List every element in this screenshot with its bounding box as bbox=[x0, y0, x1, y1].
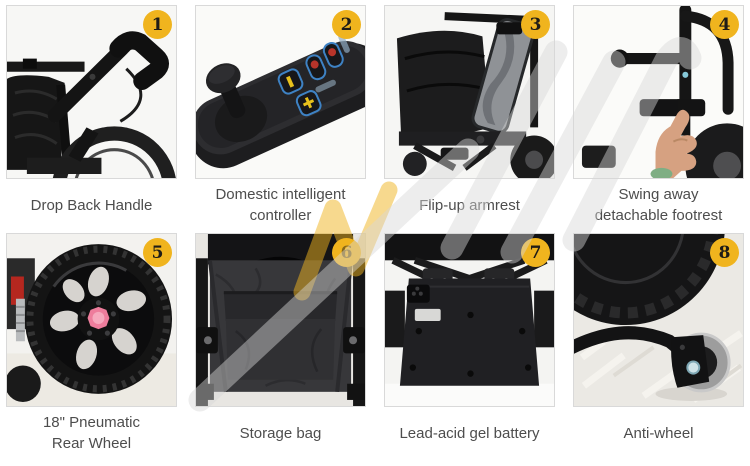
feature-tile-drop-back-handle: 1 Drop Back Handle bbox=[6, 5, 177, 233]
caption-line: Domestic intelligent bbox=[215, 186, 346, 204]
feature-tile-footrest: 4 Swing away detachable footrest bbox=[573, 5, 744, 233]
photo-footrest: 4 bbox=[573, 5, 744, 179]
photo-rear-wheel: 5 bbox=[6, 233, 177, 407]
feature-number-badge: 3 bbox=[521, 10, 550, 39]
feature-caption: Anti-wheel bbox=[573, 407, 744, 461]
feature-caption: Lead-acid gel battery bbox=[384, 407, 555, 461]
photo-storage-bag: 6 bbox=[195, 233, 366, 407]
photo-flip-up-armrest: 3 bbox=[384, 5, 555, 179]
feature-tile-flip-up-armrest: 3 Flip-up armrest bbox=[384, 5, 555, 233]
caption-line: 18" Pneumatic bbox=[42, 414, 141, 432]
rear-wheel-illustration bbox=[7, 234, 176, 406]
photo-battery: 7 bbox=[384, 233, 555, 407]
feature-caption: Flip-up armrest bbox=[384, 179, 555, 233]
feature-tile-battery: 7 Lead-acid gel battery bbox=[384, 233, 555, 461]
caption-line: Lead-acid gel battery bbox=[399, 424, 540, 442]
feature-tile-rear-wheel: 5 18" Pneumatic Rear Wheel bbox=[6, 233, 177, 461]
caption-line: Anti-wheel bbox=[623, 424, 694, 442]
feature-number-badge: 4 bbox=[710, 10, 739, 39]
caption-line: Flip-up armrest bbox=[419, 196, 520, 214]
feature-number-badge: 5 bbox=[143, 238, 172, 267]
photo-drop-back-handle: 1 bbox=[6, 5, 177, 179]
feature-tile-anti-wheel: 8 Anti-wheel bbox=[573, 233, 744, 461]
flip-up-armrest-illustration bbox=[385, 6, 554, 178]
feature-caption: 18" Pneumatic Rear Wheel bbox=[6, 407, 177, 461]
feature-tile-controller: 2 Domestic intelligent controller bbox=[195, 5, 366, 233]
battery-illustration bbox=[385, 234, 554, 406]
feature-caption: Swing away detachable footrest bbox=[573, 179, 744, 233]
feature-number-badge: 2 bbox=[332, 10, 361, 39]
caption-line: Rear Wheel bbox=[51, 435, 132, 452]
feature-caption: Domestic intelligent controller bbox=[195, 179, 366, 233]
footrest-illustration bbox=[574, 6, 743, 178]
caption-line: detachable footrest bbox=[594, 207, 723, 224]
controller-illustration bbox=[196, 6, 365, 178]
caption-line: Drop Back Handle bbox=[30, 196, 153, 214]
feature-number-badge: 8 bbox=[710, 238, 739, 267]
feature-caption: Drop Back Handle bbox=[6, 179, 177, 233]
feature-number-badge: 1 bbox=[143, 10, 172, 39]
photo-anti-wheel: 8 bbox=[573, 233, 744, 407]
feature-tile-storage-bag: 6 Storage bag bbox=[195, 233, 366, 461]
caption-line: Swing away bbox=[618, 186, 699, 204]
feature-caption: Storage bag bbox=[195, 407, 366, 461]
feature-number-badge: 7 bbox=[521, 238, 550, 267]
photo-controller: 2 bbox=[195, 5, 366, 179]
feature-number-badge: 6 bbox=[332, 238, 361, 267]
caption-line: controller bbox=[249, 207, 312, 224]
caption-line: Storage bag bbox=[239, 424, 322, 442]
